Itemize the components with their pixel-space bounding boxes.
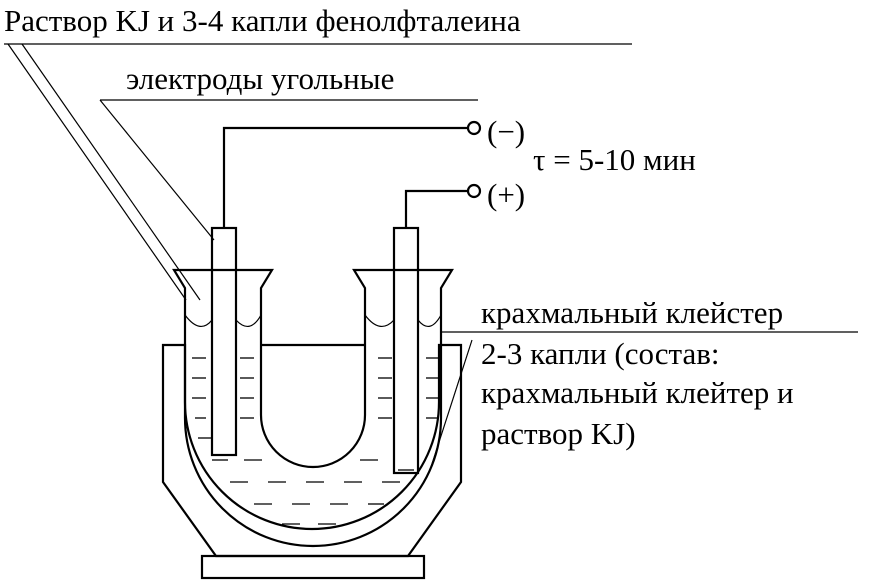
label-minus-terminal: (−) <box>487 114 525 149</box>
label-starch-line1: крахмальный клейстер <box>481 295 783 330</box>
label-plus-terminal: (+) <box>487 177 525 212</box>
liquid-dashes <box>192 357 440 525</box>
u-tube <box>172 268 454 548</box>
wire-positive <box>404 183 482 228</box>
label-time: τ = 5-10 мин <box>533 142 696 177</box>
base-stand <box>200 554 426 580</box>
label-starch-line4: раствор KJ) <box>481 416 636 451</box>
label-electrodes: электроды угольные <box>126 61 394 96</box>
electrode-right <box>392 226 420 475</box>
label-solution: Раствор KJ и 3-4 капли фенолфталеина <box>4 3 521 38</box>
label-starch-line2: 2-3 капли (состав: <box>481 336 719 371</box>
wire-negative <box>222 120 482 228</box>
electrode-left <box>210 226 238 457</box>
terminal-negative-icon <box>466 120 482 136</box>
leader-solution <box>4 43 632 301</box>
outer-vessel <box>161 343 463 558</box>
leader-electrodes <box>99 99 478 241</box>
terminal-positive-icon <box>466 183 482 199</box>
label-starch-line3: крахмальный клейтер и <box>481 375 794 410</box>
